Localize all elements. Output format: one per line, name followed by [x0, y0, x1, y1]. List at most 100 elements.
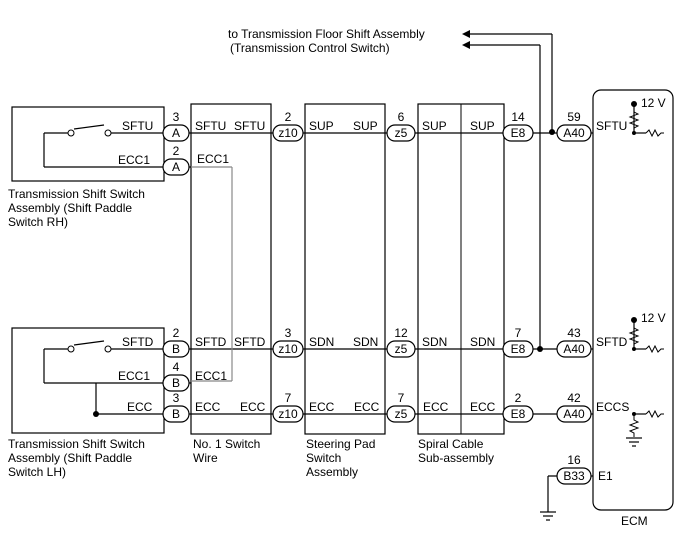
label-lh-ecc1: ECC1 — [118, 369, 150, 383]
ground-icon — [540, 511, 556, 521]
floor-shift-arrows — [462, 30, 555, 352]
label-wire-sftu-out: SFTU — [234, 119, 265, 133]
connector-labels: A A B B B z10 z10 z10 z5 z5 z5 E8 E8 E8 … — [172, 126, 585, 483]
pad-name-3: Assembly — [306, 465, 358, 479]
ecm-internal-sftd — [628, 317, 664, 354]
connector-b-sftd: B — [172, 342, 180, 356]
label-lh-ecc: ECC — [127, 400, 153, 414]
connector-z10-sftu: z10 — [278, 126, 298, 140]
label-spiral-sup-in: SUP — [422, 119, 447, 133]
spiral-name-1: Spiral Cable — [418, 437, 484, 451]
pin-z5-12: 12 — [394, 326, 408, 340]
ecm-name: ECM — [621, 514, 648, 528]
label-wire-sftu-in: SFTU — [195, 119, 226, 133]
shift-switch-lh-box — [11, 327, 165, 434]
paddle-switch-lh — [43, 340, 160, 417]
connector-a-sftu: A — [172, 126, 180, 140]
rh-switch-name-1: Transmission Shift Switch — [8, 187, 145, 201]
connector-e8-ecc: E8 — [511, 407, 526, 421]
rh-switch-name-2: Assembly (Shift Paddle — [8, 201, 132, 215]
label-pad-sup-out: SUP — [353, 119, 378, 133]
connector-b-ecc: B — [172, 407, 180, 421]
label-ecm-sftd: SFTD — [596, 335, 628, 349]
connector-a40-sftd: A40 — [563, 342, 585, 356]
pin-a40-59: 59 — [567, 110, 581, 124]
ecm-box — [592, 89, 674, 511]
connector-z10-sftd: z10 — [278, 342, 298, 356]
pin-numbers: 3 2 2 4 3 2 3 7 6 12 7 14 7 2 59 43 42 1… — [173, 110, 581, 467]
label-ecm-eccs: ECCS — [596, 400, 629, 414]
component-labels: Transmission Shift Switch Assembly (Shif… — [8, 187, 648, 528]
lh-switch-name-3: Switch LH) — [8, 465, 66, 479]
pin-e8-2: 2 — [515, 391, 522, 405]
connector-b33-e1: B33 — [563, 469, 585, 483]
spiral-name-2: Sub-assembly — [418, 451, 494, 465]
label-ecm-12v-bottom: 12 V — [641, 311, 666, 325]
no1-wire-name-2: Wire — [193, 451, 218, 465]
no1-wire-name-1: No. 1 Switch — [193, 437, 260, 451]
no1-switch-wire-box — [190, 103, 272, 435]
label-spiral-ecc-out: ECC — [470, 400, 496, 414]
pin-e8-14: 14 — [511, 110, 525, 124]
pin-b33-16: 16 — [567, 453, 581, 467]
label-pad-ecc-in: ECC — [309, 400, 335, 414]
label-wire-sftd-in: SFTD — [195, 335, 227, 349]
connector-z5-ecc: z5 — [395, 407, 408, 421]
label-lh-sftd: SFTD — [122, 335, 154, 349]
label-spiral-sup-out: SUP — [470, 119, 495, 133]
label-wire-sftd-out: SFTD — [234, 335, 266, 349]
connector-z5-sdn: z5 — [395, 342, 408, 356]
pin-z10-7: 7 — [285, 391, 292, 405]
label-wire-ecc-in: ECC — [195, 400, 221, 414]
ecm-internal-eccs — [626, 409, 664, 447]
note-floor-shift-line2: (Transmission Control Switch) — [230, 41, 390, 55]
pin-z10-2: 2 — [285, 110, 292, 124]
label-rh-sftu: SFTU — [122, 119, 153, 133]
pin-b-3: 3 — [173, 391, 180, 405]
label-wire-ecc1-rh: ECC1 — [197, 152, 229, 166]
note-floor-shift-line1: to Transmission Floor Shift Assembly — [228, 27, 425, 41]
connector-a-ecc1: A — [172, 160, 180, 174]
pin-a40-43: 43 — [567, 326, 581, 340]
signal-labels: SFTU ECC1 SFTD ECC1 ECC SFTU SFTU ECC1 S… — [118, 96, 666, 483]
connector-a40-sftu: A40 — [563, 126, 585, 140]
label-pad-sdn-out: SDN — [353, 335, 378, 349]
pad-name-1: Steering Pad — [306, 437, 375, 451]
pin-b-2: 2 — [173, 326, 180, 340]
connectors — [162, 124, 592, 485]
connector-a40-eccs: A40 — [563, 407, 585, 421]
label-pad-sdn-in: SDN — [309, 335, 334, 349]
label-ecm-sftu: SFTU — [596, 119, 627, 133]
connector-z10-ecc: z10 — [278, 407, 298, 421]
connector-e8-sup: E8 — [511, 126, 526, 140]
label-ecm-e1: E1 — [598, 469, 613, 483]
label-spiral-sdn-out: SDN — [470, 335, 495, 349]
pin-a-3: 3 — [173, 110, 180, 124]
pin-a40-42: 42 — [567, 391, 581, 405]
connector-z5-sup: z5 — [395, 126, 408, 140]
label-pad-sup-in: SUP — [309, 119, 334, 133]
rh-switch-name-3: Switch RH) — [8, 215, 68, 229]
pin-z10-3: 3 — [285, 326, 292, 340]
label-spiral-ecc-in: ECC — [423, 400, 449, 414]
shift-switch-rh-box — [11, 106, 165, 182]
label-spiral-sdn-in: SDN — [422, 335, 447, 349]
label-wire-ecc-out: ECC — [240, 400, 266, 414]
ecm-internal-sftu — [628, 101, 664, 138]
connector-b-ecc1: B — [172, 376, 180, 390]
lh-switch-name-2: Assembly (Shift Paddle — [8, 451, 132, 465]
pin-e8-7: 7 — [515, 326, 522, 340]
paddle-switch-rh — [43, 124, 160, 168]
pin-a-2: 2 — [173, 144, 180, 158]
label-ecm-12v-top: 12 V — [641, 96, 666, 110]
pin-b-4: 4 — [173, 360, 180, 374]
pin-z5-7: 7 — [398, 391, 405, 405]
pin-z5-6: 6 — [398, 110, 405, 124]
connector-e8-sdn: E8 — [511, 342, 526, 356]
label-rh-ecc1: ECC1 — [118, 153, 150, 167]
steering-pad-switch-box — [304, 103, 386, 435]
pad-name-2: Switch — [306, 451, 341, 465]
label-wire-ecc1-lh: ECC1 — [195, 369, 227, 383]
lh-switch-name-1: Transmission Shift Switch — [8, 437, 145, 451]
